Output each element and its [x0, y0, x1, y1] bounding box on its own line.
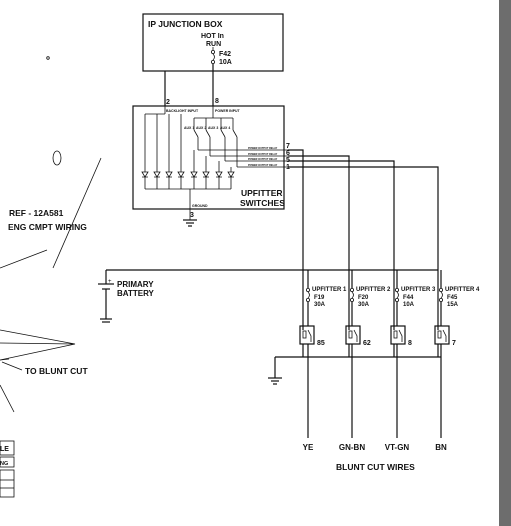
power-input-label: POWER INPUT [215, 109, 241, 113]
upfitter-2-wire-color: GN-BN [339, 443, 365, 452]
eng-cmpt-outline [0, 249, 76, 413]
aux-4-label: AUX 4 [220, 126, 230, 130]
svg-text:POWER OUTPUT RELAY: POWER OUTPUT RELAY [248, 153, 278, 156]
upfitter-4-relay-wire: 7 [452, 340, 456, 347]
backlight-input-label: BACKLIGHT INPUT [166, 109, 199, 113]
f42-label: F42 [219, 51, 231, 58]
upfitter-switches-title-2: SWITCHES [240, 198, 285, 208]
upfitter-1-relay [299, 325, 315, 345]
upfitter-2-relay-coil [348, 330, 353, 339]
upfitter-4-wire-color: BN [435, 443, 447, 452]
upfitter-switches-panel [132, 105, 285, 210]
switch-ground-symbol [183, 219, 197, 227]
upfitter-2-relay-contact [353, 329, 358, 342]
eng-cmpt-wiring-label: ENG CMPT WIRING [8, 222, 87, 232]
relay-control-wire-4 [288, 166, 439, 330]
wire-7-label: 7 [286, 143, 290, 150]
upfitter-4-fuse-label: F45 [447, 295, 458, 301]
relay-ground-symbol [268, 377, 282, 385]
upfitter-4-fuse-rating: 15A [447, 302, 459, 308]
upfitter-1-relay-coil [302, 330, 307, 339]
upfitter-1-fuse-pin-bottom [305, 297, 310, 302]
mounting-dot [46, 56, 50, 60]
upfitter-2-fuse-rating: 30A [358, 302, 370, 308]
upfitter-3-wire-color: VT-GN [385, 443, 410, 452]
upfitter-2-fuse-label: F20 [358, 295, 369, 301]
blunt-cut-wires-title: BLUNT CUT WIRES [336, 462, 415, 472]
upfitter-4-fuse-pin-bottom [438, 297, 443, 302]
svg-text:+: + [108, 279, 112, 285]
upfitter-1-wire-color: YE [303, 443, 314, 452]
upfitter-4-relay-contact [442, 329, 447, 342]
run-label: RUN [206, 41, 221, 48]
upfitter-2-relay-wire: 62 [363, 340, 371, 347]
svg-text:POWER OUTPUT RELAY: POWER OUTPUT RELAY [248, 164, 278, 167]
table-cell-ng: NG [0, 461, 8, 467]
relay-control-wire-3 [288, 160, 395, 330]
wire-2-label: 2 [166, 99, 170, 106]
upfitter-3-fuse-symbol [396, 291, 399, 299]
upfitter-2-relay [345, 325, 361, 345]
upfitter-3-fuse-pin-top [394, 287, 399, 292]
upfitter-2-name: UPFITTER 2 [356, 287, 391, 293]
upfitter-2-fuse-pin-top [349, 287, 354, 292]
ref-12a581-label: REF - 12A581 [9, 208, 64, 218]
primary-battery-label-1: PRIMARY [117, 280, 154, 289]
relay-control-wire-2 [288, 155, 350, 330]
upfitter-4-relay [434, 325, 450, 345]
upfitter-4-fuse-symbol [440, 291, 443, 299]
upfitter-1-relay-contact [307, 329, 312, 342]
table-cell-le: LE [0, 446, 9, 453]
upfitter-3-relay [390, 325, 406, 345]
upfitter-2-fuse-pin-bottom [349, 297, 354, 302]
upfitter-3-fuse-pin-bottom [394, 297, 399, 302]
upfitter-4-name: UPFITTER 4 [445, 287, 480, 293]
upfitter-4-relay-coil [437, 330, 442, 339]
upfitter-1-fuse-symbol [307, 291, 310, 299]
upfitter-3-relay-wire: 8 [408, 340, 412, 347]
aux-3-label: AUX 3 [208, 126, 218, 130]
upfitter-switches-title-1: UPFITTER [241, 188, 283, 198]
vertical-scrollbar[interactable] [499, 0, 511, 526]
ground-label: GROUND [192, 204, 208, 208]
upfitter-3-fuse-label: F44 [403, 295, 414, 301]
aux-2-label: AUX 2 [196, 126, 206, 130]
aux-1-label: AUX 1 [184, 126, 194, 130]
fuse-f42-symbol [210, 47, 215, 65]
relay-control-wire-1 [288, 149, 304, 330]
upfitter-1-relay-wire: 85 [317, 340, 325, 347]
upfitter-3-relay-coil [393, 330, 398, 339]
upfitter-4-fuse-pin-top [438, 287, 443, 292]
wire-3-label: 3 [190, 212, 194, 219]
svg-text:POWER OUTPUT RELAY: POWER OUTPUT RELAY [248, 147, 278, 150]
primary-battery-label-2: BATTERY [117, 289, 155, 298]
switch-led-row [141, 114, 235, 190]
upfitter-1-fuse-label: F19 [314, 295, 325, 301]
upfitter-3-name: UPFITTER 3 [401, 287, 436, 293]
upfitter-1-fuse-pin-top [305, 287, 310, 292]
upfitter-2-fuse-symbol [351, 291, 354, 299]
table-fragment: LE NG [0, 440, 15, 498]
battery-symbol: + [98, 279, 114, 323]
svg-text:POWER OUTPUT RELAY: POWER OUTPUT RELAY [248, 158, 278, 161]
junction-box-title: IP JUNCTION BOX [148, 19, 223, 29]
upfitter-1-fuse-rating: 30A [314, 302, 326, 308]
upfitter-1-name: UPFITTER 1 [312, 287, 347, 293]
upfitter-3-relay-contact [398, 329, 403, 342]
switch-contacts [193, 129, 238, 167]
wire-6-label: 6 [286, 150, 290, 157]
to-blunt-cut-label: TO BLUNT CUT [25, 366, 88, 376]
f42-rating: 10A [219, 59, 232, 66]
hot-in-label: HOT In [201, 33, 224, 40]
mounting-hole [52, 150, 62, 166]
upfitter-3-fuse-rating: 10A [403, 302, 415, 308]
wire-8-label: 8 [215, 98, 219, 105]
